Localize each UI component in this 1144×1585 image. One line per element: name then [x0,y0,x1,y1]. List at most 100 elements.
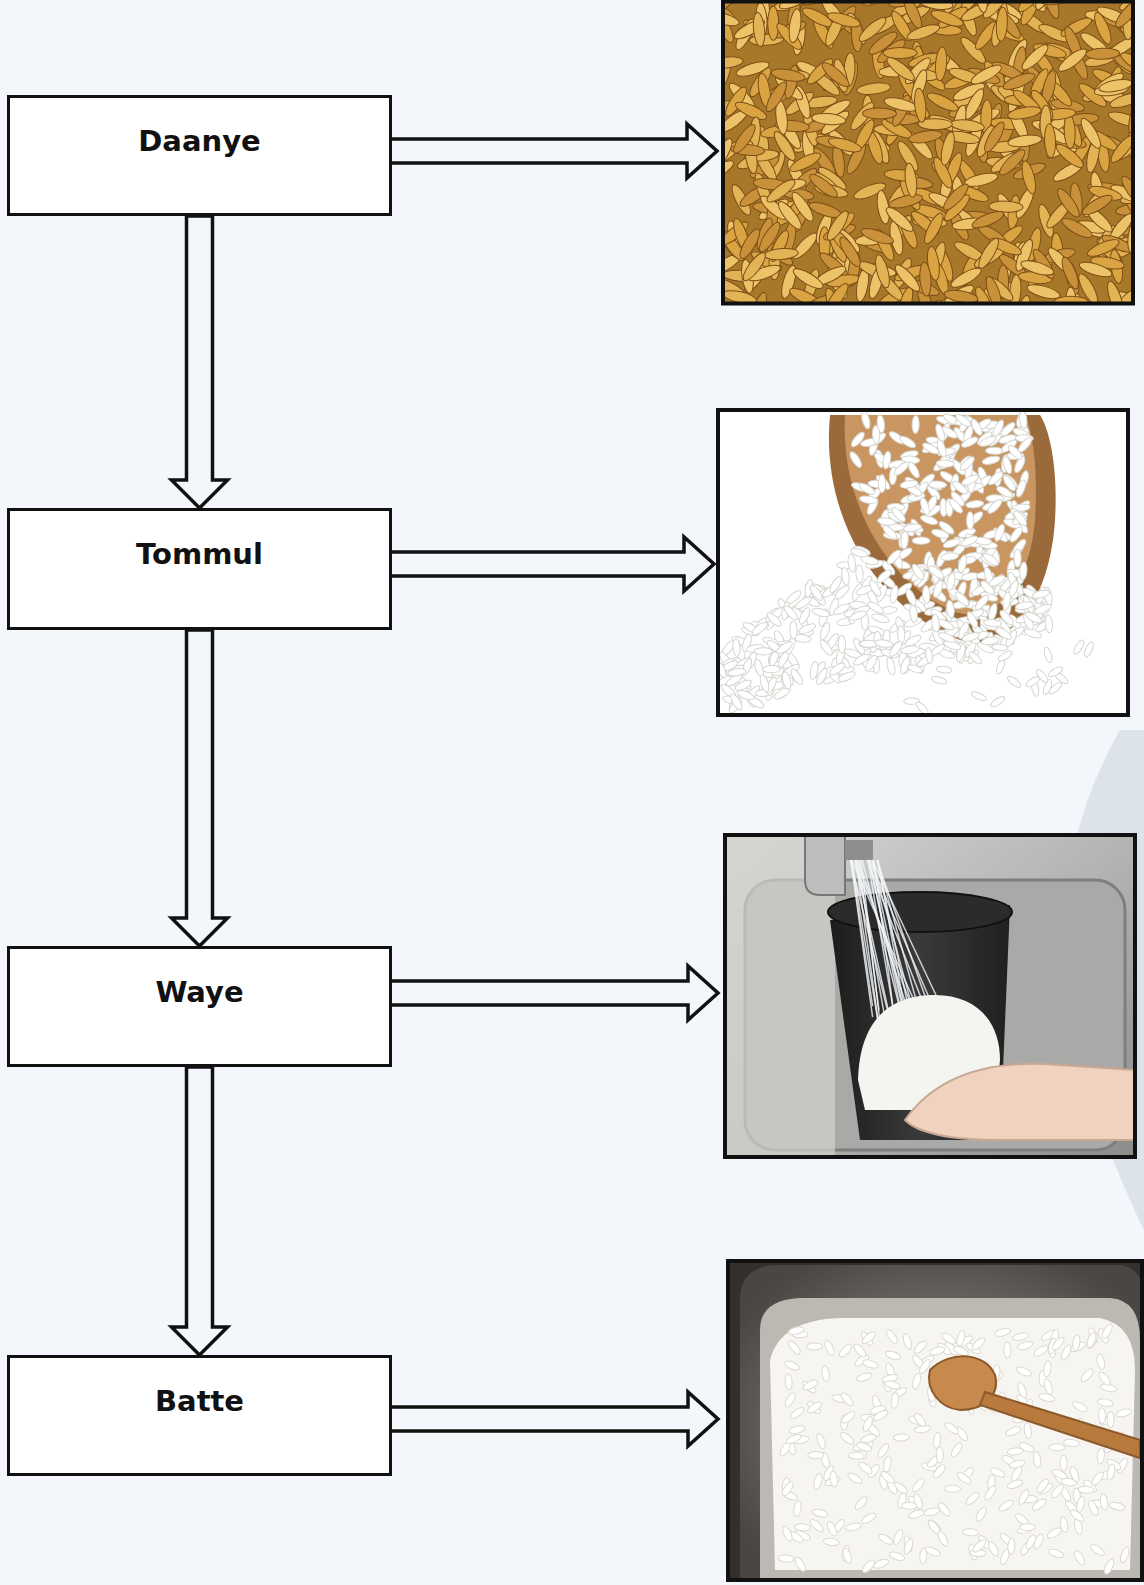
cooked-grain [1097,1448,1106,1465]
rice-grain [871,612,890,624]
cooked-grain [971,1538,988,1554]
rice-grain [904,587,918,606]
cooked-grain [1072,1549,1086,1566]
box-label: Waye [10,974,389,1010]
cooked-grain [862,1415,875,1432]
rice-grain [1015,600,1034,610]
cooked-grain [933,1432,942,1449]
rice-grain [900,531,909,549]
paddy-grain [1019,160,1038,196]
paddy-grain [723,9,740,28]
rice-grain [811,607,830,618]
rice-grain [912,415,920,433]
rice-grain [833,583,851,601]
cooked-grain [923,1507,940,1517]
cooked-grain [1100,1323,1114,1340]
paddy-grain [1007,104,1042,121]
paddy-grain [903,163,918,198]
cooked-grain [1023,1422,1032,1439]
cooked-grain [1078,1486,1094,1494]
cooked-grain [912,1412,927,1429]
paddy-grain [963,171,999,189]
paddy-grain [827,135,863,155]
rice-grain [859,495,878,505]
rice-grain [898,434,917,450]
paddy-grain [939,131,957,167]
cooked-grain [860,1511,877,1525]
paddy-grain [723,55,744,70]
paddy-grains [723,0,1134,305]
cooked-grain [1004,1342,1011,1358]
cooked-grain [786,1339,802,1356]
cooked-grain [1051,1468,1068,1481]
paddy-grain [1063,114,1076,148]
cooked-grain [929,1345,946,1356]
photo-frame [728,1261,1142,1580]
rice-grain [978,435,997,449]
rice-grain [987,573,1006,588]
rice-grain [912,537,930,544]
cooked-grain [823,1339,836,1356]
cooked-grain [1010,1465,1024,1482]
cooked-grain [1087,1499,1100,1516]
rice-grain [849,430,866,448]
cooked-grain [861,1330,878,1346]
cooked-grain [855,1441,872,1453]
paddy-grain [934,46,948,81]
paddy-grain [1019,258,1055,278]
rice-grain [860,555,879,566]
rice-grain [1024,610,1043,625]
cooked-grain [956,1329,967,1346]
rice-grain [900,479,919,489]
paddy-grain [1085,236,1121,259]
right-arrow [392,1392,718,1446]
cooked-grain [872,1557,889,1570]
rice-grain [1014,479,1027,498]
paddy-grain [771,129,799,163]
rice-grain [1015,410,1028,428]
paddy-grain [994,8,1024,41]
sink [725,835,1135,1157]
cooked-grain [1115,1407,1132,1418]
cooked-grain [829,1471,838,1488]
rice-cooker [740,1265,1144,1580]
paddy-grain [919,262,932,297]
paddy-grain [1007,133,1042,148]
cooked-grain [1035,1477,1050,1494]
rice-grain [1019,562,1028,581]
rice-grain [1033,602,1052,616]
rice-grain [1001,455,1013,474]
cooked-grain [998,1498,1015,1513]
cooked-grain [890,1392,899,1409]
paddy-grain [1019,42,1051,73]
cooked-grain [1050,1335,1066,1352]
rice-grain [1072,638,1086,655]
paddy-grain [1112,0,1134,31]
paddy-grain [1059,215,1094,241]
rice-grain [906,663,923,674]
rice-grain [986,497,1004,515]
paddy-grain [823,281,852,305]
paddy-grain [764,176,798,205]
cooked-grain [1005,1425,1022,1438]
cooked-grain [855,1371,872,1383]
rice-grain [855,565,863,583]
cooked-grain [784,1374,792,1391]
box-label: Batte [10,1383,389,1419]
paddy-grain [856,14,889,45]
cooked-grain [1031,1497,1048,1512]
cooked-grain [807,1343,823,1350]
cooked-grain [825,1520,839,1537]
rice-grain [960,435,979,449]
rice-grain [727,667,746,677]
cooked-grain [911,1373,922,1390]
cooked-grain [983,1484,997,1501]
cooked-grain [1032,1451,1041,1468]
cooked-grain [808,1452,824,1459]
rice-grain [892,460,910,477]
rice-grain [794,595,813,611]
cooked-grain [1020,1524,1036,1531]
rice-grain [838,635,846,653]
cooked-grain [994,1327,1011,1338]
cooked-grain [788,1424,805,1434]
